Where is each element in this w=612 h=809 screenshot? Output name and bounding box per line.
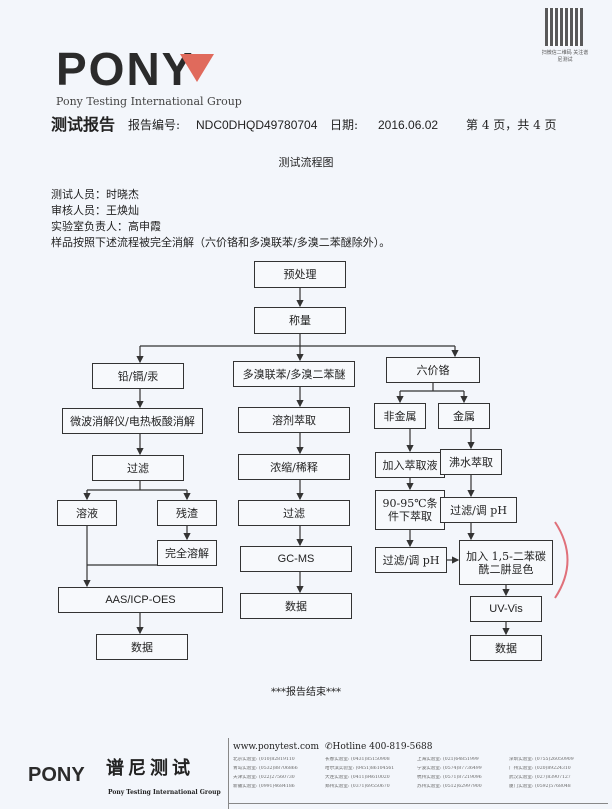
page-info: 第 4 页，共 4 页 — [466, 118, 557, 132]
left-filter: 过滤 — [92, 455, 184, 481]
left-instrument: AAS/ICP-OES — [58, 587, 223, 613]
right-color: 加入 1,5-二苯碳酰二肼显色 — [459, 540, 553, 585]
step-pretreat: 预处理 — [254, 261, 346, 288]
lab-contact: 长春实验室: (0431)85150908 — [325, 757, 390, 762]
right-extract-9095: 90-95℃条件下萃取 — [375, 490, 445, 530]
footer-name-cn: 谱尼测试 — [106, 758, 194, 779]
footer-lab-list: 北京实验室: (010)82819110 长春实验室: (0431)851509… — [233, 757, 601, 790]
lab-contact: 杭州实验室: (0571)87219096 — [417, 775, 482, 780]
date-label: 日期: — [330, 118, 359, 132]
lab-contact: 青岛实验室: (0532)88706866 — [233, 766, 298, 771]
lab-contact: 厦门实验室: (0592)5768048 — [509, 784, 571, 789]
left-data: 数据 — [96, 634, 188, 660]
middle-extract: 溶剂萃取 — [238, 407, 350, 433]
footer-hotline: ✆Hotline 400-819-5688 — [325, 742, 433, 752]
logo-triangle-icon — [180, 54, 214, 82]
middle-concentrate: 浓缩/稀释 — [238, 454, 350, 480]
right-add-extractant: 加入萃取液 — [375, 452, 445, 478]
lab-lead: 实验室负责人：高申霞 — [51, 220, 161, 233]
right-metal: 金属 — [438, 403, 490, 429]
report-no: NDC0DHQD49780704 — [196, 118, 318, 132]
left-dissolve: 完全溶解 — [157, 540, 217, 566]
report-title: 测试报告 — [51, 115, 116, 134]
footer-website[interactable]: www.ponytest.com — [233, 742, 319, 752]
middle-filter: 过滤 — [238, 500, 350, 526]
lab-contact: 郑州实验室: (0371)69550670 — [325, 784, 390, 789]
company-name-en: Pony Testing International Group — [56, 95, 242, 108]
section-title: 测试流程图 — [278, 156, 334, 169]
reviewer: 审核人员：王焕灿 — [51, 204, 139, 217]
qr-caption: 扫微信二维码 关注谱尼测试 — [541, 50, 589, 63]
middle-head: 多溴联苯/多溴二苯醚 — [233, 361, 355, 387]
lab-contact: 武汉实验室: (027)83907127 — [509, 775, 571, 780]
right-filter-ph-2: 过滤/调 pH — [440, 497, 517, 523]
digestion-note: 样品按照下述流程被完全消解（六价铬和多溴联苯/多溴二苯醚除外）。 — [51, 236, 391, 249]
lab-contact: 哈尔滨实验室: (0451)86104561 — [325, 766, 395, 771]
lab-contact: 深圳实验室: (0755)26050909 — [509, 757, 574, 762]
middle-data: 数据 — [240, 593, 352, 619]
report-end: ***报告结束*** — [271, 687, 341, 698]
footer-divider — [228, 738, 229, 809]
right-nonmetal: 非金属 — [374, 403, 426, 429]
tester: 测试人员：时晓杰 — [51, 188, 139, 201]
right-boil-extract: 沸水萃取 — [440, 449, 502, 475]
left-digest: 微波消解仪/电热板酸消解 — [62, 408, 203, 434]
lab-contact: 广州实验室: (020)89224310 — [509, 766, 571, 771]
footer-rule — [228, 803, 608, 804]
date: 2016.06.02 — [378, 118, 439, 132]
qr-code — [545, 8, 583, 46]
lab-contact: 苏州实验室: (0512)62997900 — [417, 784, 482, 789]
right-filter-ph-1: 过滤/调 pH — [375, 547, 447, 573]
middle-instrument: GC-MS — [240, 546, 352, 572]
pony-logo: PONY — [56, 43, 195, 95]
report-no-label: 报告编号: — [128, 118, 181, 132]
lab-contact: 宁波实验室: (0574)87736499 — [417, 766, 482, 771]
right-data: 数据 — [470, 635, 542, 661]
step-weigh: 称量 — [254, 307, 346, 334]
left-solution: 溶液 — [57, 500, 117, 526]
lab-contact: 天津实验室: (022)27560730 — [233, 775, 295, 780]
lab-contact: 新疆实验室: (0991)4684186 — [233, 784, 295, 789]
left-residue: 残渣 — [157, 500, 217, 526]
right-instrument: UV-Vis — [470, 596, 542, 622]
left-head: 铅/镉/汞 — [92, 363, 184, 389]
lab-contact: 北京实验室: (010)82819110 — [233, 757, 295, 762]
right-head: 六价铬 — [386, 357, 480, 383]
footer-logo: PONY — [28, 764, 85, 786]
lab-contact: 大连实验室: (0411)84610020 — [325, 775, 390, 780]
lab-contact: 上海实验室: (021)64851999 — [417, 757, 479, 762]
footer-name-en: Pony Testing International Group — [108, 789, 221, 796]
